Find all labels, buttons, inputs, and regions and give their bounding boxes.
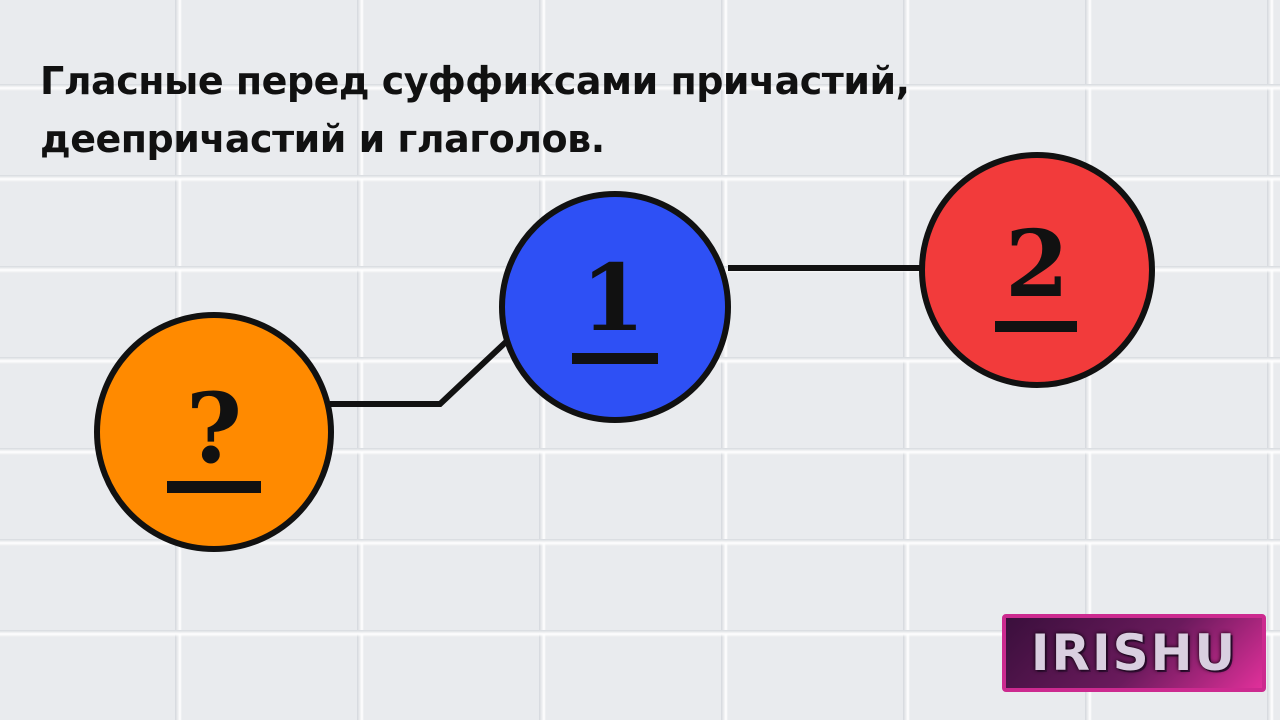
logo-text: IRISHU: [1030, 624, 1238, 682]
title-line-2: деепричастий и глаголов.: [40, 117, 605, 161]
node-one-circle: [499, 191, 731, 423]
title-line-1: Гласные перед суффиксами причастий,: [40, 59, 910, 103]
node-question-label: ?: [186, 372, 242, 485]
node-two: 2: [919, 152, 1155, 388]
node-question-circle: [94, 312, 334, 552]
page-title: Гласные перед суффиксами причастий, дееп…: [40, 52, 1140, 168]
node-question-underline: [167, 481, 261, 493]
node-two-circle: [919, 152, 1155, 388]
node-one: 1: [499, 191, 731, 423]
node-question: ?: [94, 312, 334, 552]
irishu-logo: IRISHU: [1002, 614, 1266, 692]
node-two-label: 2: [1005, 210, 1069, 318]
node-two-underline: [995, 321, 1077, 332]
connector-question-to-one: [330, 337, 511, 407]
node-one-label: 1: [581, 244, 645, 352]
node-one-underline: [572, 353, 658, 364]
